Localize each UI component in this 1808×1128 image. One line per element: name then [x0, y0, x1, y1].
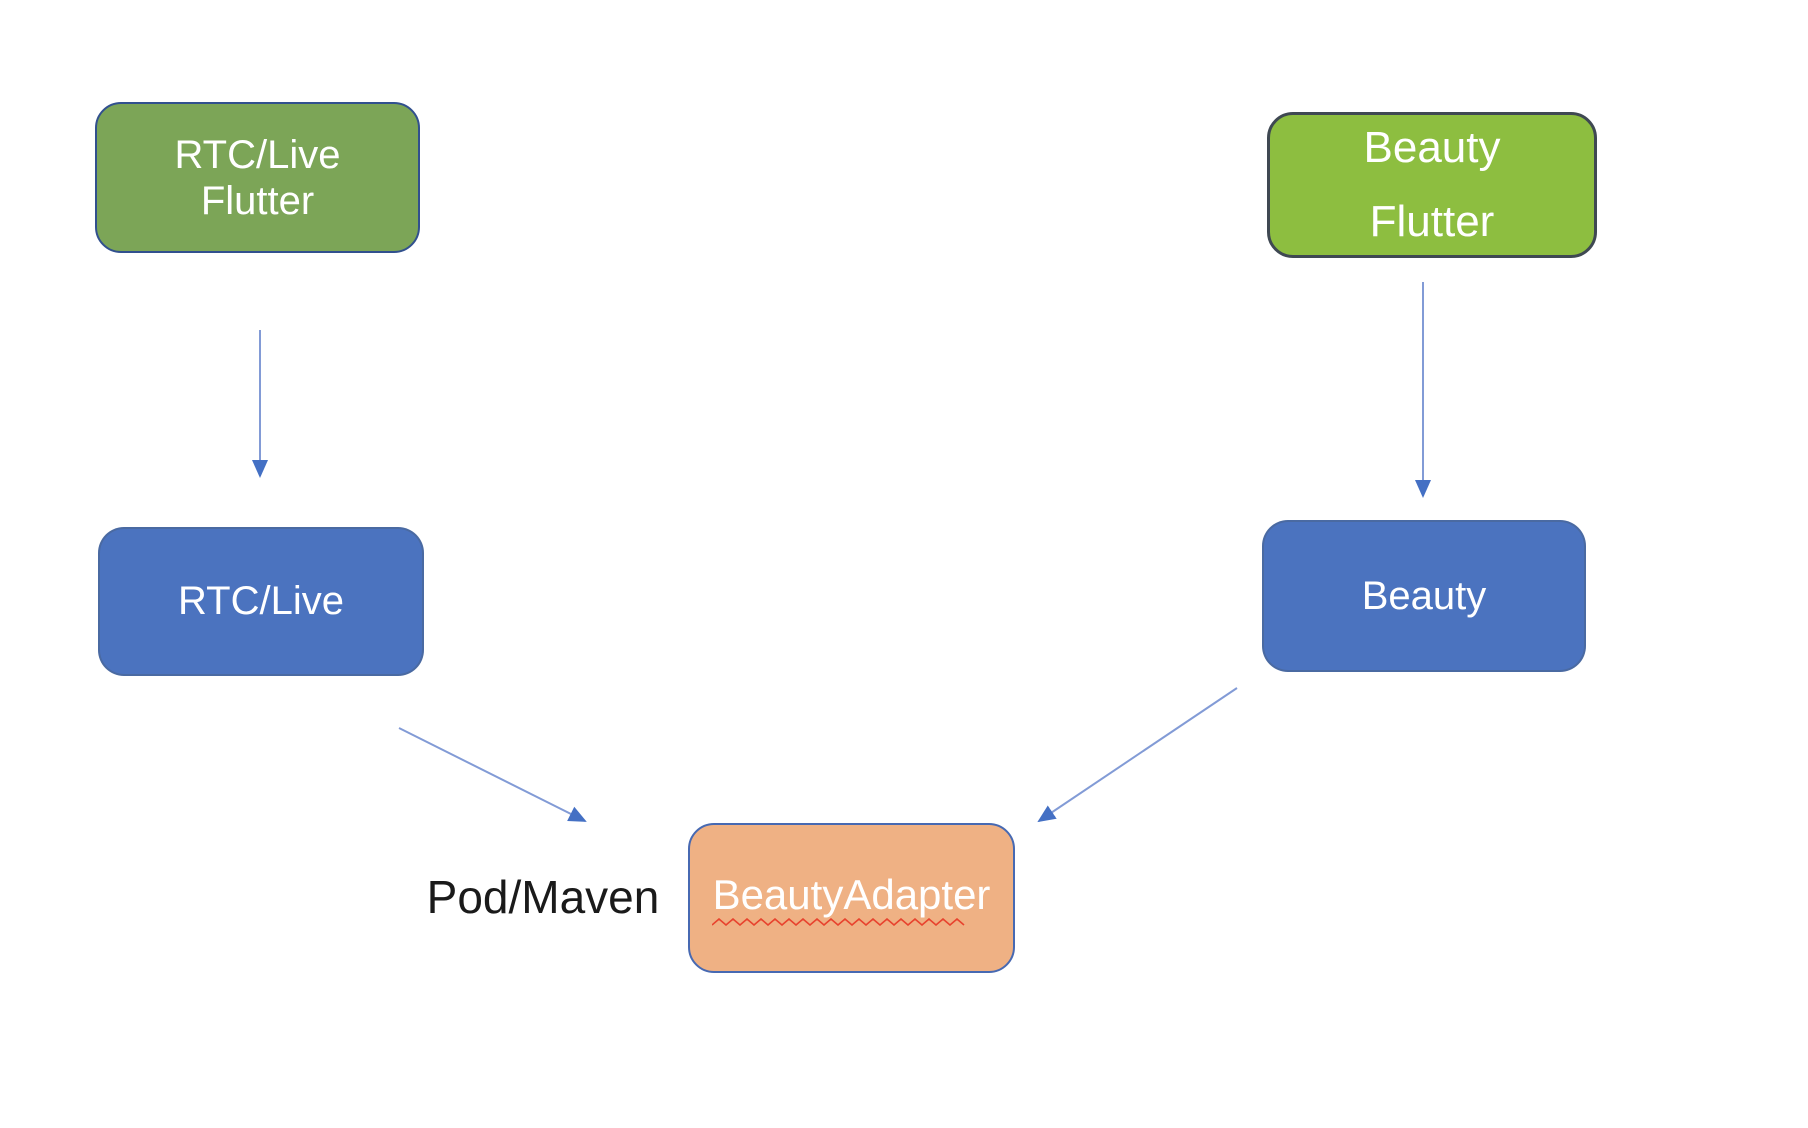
node-label: Flutter: [1369, 197, 1495, 246]
node-beauty-flutter: Beauty Flutter: [1267, 112, 1597, 258]
node-label: Beauty: [1363, 123, 1501, 172]
node-label: Flutter: [200, 178, 315, 223]
node-label: RTC/Live: [174, 132, 341, 177]
pod-maven-label: Pod/Maven: [426, 871, 660, 923]
node-label: Beauty: [1361, 573, 1487, 618]
spellcheck-underline: [711, 917, 965, 926]
node-rtc-live-flutter: RTC/Live Flutter: [95, 102, 420, 253]
node-rtc-live: RTC/Live: [98, 527, 424, 676]
arrow-rtc-live-to-beauty-adapter: [398, 727, 587, 822]
node-label: BeautyAdapter: [712, 870, 991, 918]
arrow-beauty-to-beauty-adapter: [1037, 687, 1238, 823]
node-beauty-adapter: BeautyAdapter: [688, 823, 1015, 973]
node-label: RTC/Live: [178, 579, 344, 623]
node-beauty: Beauty: [1262, 520, 1586, 672]
